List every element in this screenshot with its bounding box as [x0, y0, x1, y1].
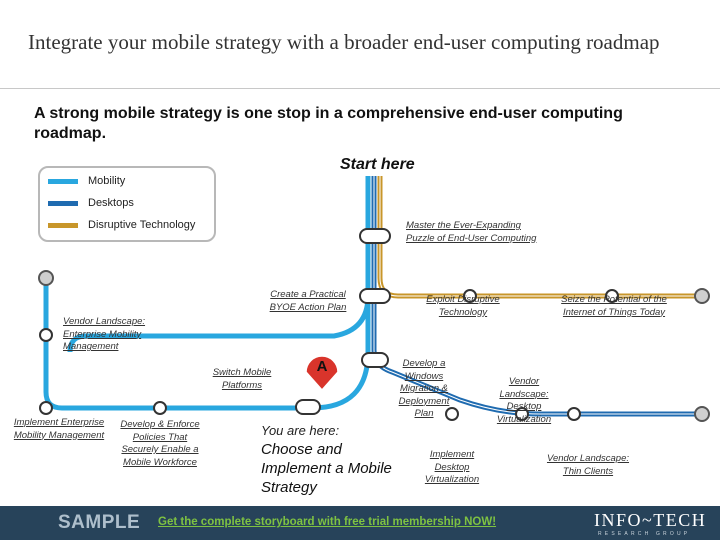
you-are-here-prefix: You are here: [261, 423, 340, 438]
station-label-thin-clients[interactable]: Vendor Landscape: Thin Clients [546, 453, 630, 477]
info-tech-logo-subtitle: RESEARCH GROUP [598, 531, 691, 537]
station-label-windows[interactable]: Develop a Windows Migration & Deployment… [398, 358, 450, 419]
start-here-label: Start here [340, 156, 415, 173]
desktop-virt-station [445, 407, 459, 421]
info-tech-logo: INFO~TECH [594, 510, 707, 530]
you-are-here-pin [305, 355, 339, 392]
legend-item-mobility: Mobility [48, 173, 125, 189]
station-label-exploit[interactable]: Exploit Disruptive Technology [426, 294, 500, 318]
legend-label: Disruptive Technology [88, 219, 196, 231]
station-label-vendor-dv[interactable]: Vendor Landscape: Desktop Virtualization [496, 376, 552, 425]
master-interchange [359, 228, 391, 244]
switch-interchange [295, 399, 321, 415]
legend-label: Desktops [88, 197, 134, 209]
legend-item-disruptive: Disruptive Technology [48, 217, 195, 233]
footer-bar [0, 506, 720, 540]
you-are-here-text: Choose and Implement a Mobile Strategy [261, 441, 392, 496]
iot-terminus [694, 288, 710, 304]
station-label-iot[interactable]: Seize the Potential of the Internet of T… [561, 294, 667, 318]
you-are-here-letter: A [316, 358, 328, 375]
mobility-line-branch [67, 295, 371, 353]
station-label-master[interactable]: Master the Ever-Expanding Puzzle of End-… [406, 220, 537, 244]
sample-watermark: SAMPLE [58, 512, 141, 533]
vendor-dv-station [515, 407, 529, 421]
legend-label: Mobility [88, 175, 126, 187]
trial-membership-link[interactable]: Get the complete storyboard with free tr… [158, 516, 497, 528]
station-label-vendor-emm[interactable]: Vendor Landscape: Enterprise Mobility Ma… [63, 316, 146, 352]
byoe-interchange [359, 288, 391, 304]
thin-clients-station [567, 407, 581, 421]
implement-emm-station [39, 401, 53, 415]
station-label-implement-emm[interactable]: Implement Enterprise Mobility Management [13, 417, 105, 441]
desktops-terminus [694, 406, 710, 422]
exploit-station [463, 289, 477, 303]
windows-interchange [361, 352, 389, 368]
legend-item-desktops: Desktops [48, 195, 134, 211]
transit-roadmap-diagram [38, 176, 710, 422]
vendor-emm-station [39, 328, 53, 342]
iot-station [605, 289, 619, 303]
station-label-desktop-virt[interactable]: Implement Desktop Virtualization [424, 449, 480, 485]
page-subtitle: A strong mobile strategy is one stop in … [34, 105, 623, 142]
mobility-terminus [38, 270, 54, 286]
desktops-swatch [48, 200, 78, 206]
disruptive-swatch [48, 222, 78, 228]
legend: Mobility Desktops Disruptive Technology [38, 166, 216, 242]
page-title: Integrate your mobile strategy with a br… [28, 30, 660, 54]
station-label-switch[interactable]: Switch Mobile Platforms [212, 367, 272, 391]
title-divider [0, 88, 720, 89]
station-label-policies[interactable]: Develop & Enforce Policies That Securely… [120, 419, 200, 468]
policies-station [153, 401, 167, 415]
mobility-swatch [48, 178, 78, 184]
station-label-byoe[interactable]: Create a Practical BYOE Action Plan [269, 289, 347, 313]
